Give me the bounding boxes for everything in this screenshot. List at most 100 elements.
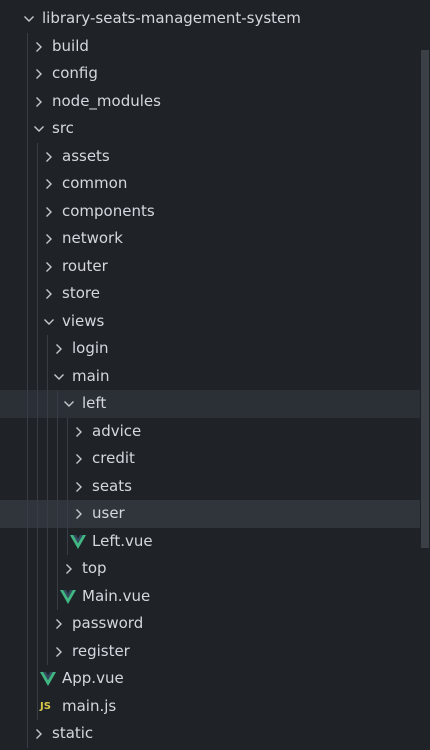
folder-row-common[interactable]: common [0, 170, 420, 198]
chevron-right-icon[interactable] [50, 610, 66, 638]
folder-row-router[interactable]: router [0, 252, 420, 281]
indent-guide [27, 472, 28, 500]
file-row-left-vue[interactable]: Left.vue [0, 527, 420, 555]
indent-guide [27, 307, 28, 335]
folder-row-src[interactable]: src [0, 115, 420, 143]
folder-label: register [72, 641, 130, 660]
folder-row-views[interactable]: views [0, 307, 420, 336]
chevron-right-icon[interactable] [60, 555, 76, 583]
indent-guide [47, 335, 48, 363]
folder-label: main [72, 366, 110, 385]
folder-label: router [62, 256, 108, 275]
folder-label: static [52, 724, 94, 742]
indent-guide [37, 692, 38, 720]
folder-row-config[interactable]: config [0, 60, 420, 88]
file-row-main-vue[interactable]: Main.vue [0, 582, 420, 610]
folder-label: user [92, 504, 125, 522]
indent-guide [37, 665, 38, 693]
indent-guide [27, 115, 28, 143]
folder-row-left[interactable]: left [0, 390, 420, 418]
chevron-right-icon[interactable] [70, 445, 86, 473]
scrollbar-thumb[interactable] [421, 50, 429, 548]
chevron-right-icon[interactable] [70, 500, 86, 528]
chevron-right-icon[interactable] [70, 418, 86, 446]
indent-guide [37, 225, 38, 253]
indent-guide [47, 390, 48, 418]
chevron-right-icon[interactable] [40, 225, 56, 253]
folder-row-library-seats-management-system[interactable]: library-seats-management-system [0, 5, 420, 33]
folder-row-top[interactable]: top [0, 555, 420, 583]
folder-row-main[interactable]: main [0, 362, 420, 391]
folder-label: login [72, 339, 109, 357]
chevron-right-icon[interactable] [30, 60, 46, 88]
file-row-main-js[interactable]: JS main.js [0, 692, 420, 720]
indent-guide [67, 445, 68, 473]
folder-label: build [52, 36, 89, 55]
indent-guide [37, 362, 38, 390]
indent-guide [57, 417, 58, 445]
chevron-right-icon[interactable] [40, 280, 56, 308]
chevron-right-icon[interactable] [40, 253, 56, 281]
chevron-right-icon[interactable] [30, 33, 46, 61]
indent-guide [37, 637, 38, 665]
file-label: App.vue [62, 669, 124, 687]
indent-guide [37, 610, 38, 638]
indent-guide [27, 417, 28, 445]
indent-guide [27, 335, 28, 363]
folder-label: top [82, 559, 107, 577]
indent-guide [67, 500, 68, 528]
folder-label: assets [62, 146, 110, 165]
folder-label: network [62, 229, 123, 247]
chevron-right-icon[interactable] [70, 473, 86, 501]
file-row-app-vue[interactable]: App.vue [0, 665, 420, 693]
chevron-right-icon[interactable] [50, 638, 66, 666]
chevron-right-icon[interactable] [30, 720, 46, 748]
chevron-down-icon[interactable] [30, 115, 46, 143]
folder-row-assets[interactable]: assets [0, 142, 420, 171]
file-label: Main.vue [82, 586, 151, 605]
folder-label: src [52, 119, 74, 137]
chevron-right-icon[interactable] [50, 335, 66, 363]
indent-guide [37, 142, 38, 170]
folder-row-seats[interactable]: seats [0, 472, 420, 501]
folder-row-components[interactable]: components [0, 197, 420, 226]
chevron-down-icon[interactable] [40, 308, 56, 336]
folder-row-node-modules[interactable]: node_modules [0, 87, 420, 116]
indent-guide [47, 472, 48, 500]
indent-guide [27, 500, 28, 528]
indent-guide [27, 252, 28, 280]
indent-guide [37, 307, 38, 335]
chevron-right-icon[interactable] [40, 170, 56, 198]
indent-guide [57, 527, 58, 555]
folder-row-network[interactable]: network [0, 225, 420, 253]
folder-label: node_modules [52, 91, 161, 110]
indent-guide [27, 445, 28, 473]
folder-row-build[interactable]: build [0, 32, 420, 61]
chevron-down-icon[interactable] [20, 5, 36, 33]
folder-row-store[interactable]: store [0, 280, 420, 308]
indent-guide [57, 582, 58, 610]
folder-row-static[interactable]: static [0, 720, 420, 748]
indent-guide [37, 582, 38, 610]
folder-row-credit[interactable]: credit [0, 445, 420, 473]
folder-row-register[interactable]: register [0, 637, 420, 666]
indent-guide [27, 60, 28, 88]
indent-guide [27, 637, 28, 665]
folder-row-login[interactable]: login [0, 335, 420, 363]
indent-guide [27, 720, 28, 748]
chevron-right-icon[interactable] [40, 198, 56, 226]
folder-row-advice[interactable]: advice [0, 417, 420, 446]
chevron-right-icon[interactable] [30, 88, 46, 116]
folder-row-user[interactable]: user [0, 500, 420, 528]
chevron-down-icon[interactable] [60, 390, 76, 418]
indent-guide [27, 197, 28, 225]
js-file-icon-text: JS [40, 700, 51, 712]
folder-label: views [62, 311, 105, 330]
folder-row-password[interactable]: password [0, 610, 420, 638]
chevron-right-icon[interactable] [40, 143, 56, 171]
folder-label: seats [92, 476, 132, 495]
indent-guide [47, 500, 48, 528]
file-label: main.js [62, 696, 117, 715]
indent-guide [27, 32, 28, 60]
chevron-down-icon[interactable] [50, 363, 66, 391]
